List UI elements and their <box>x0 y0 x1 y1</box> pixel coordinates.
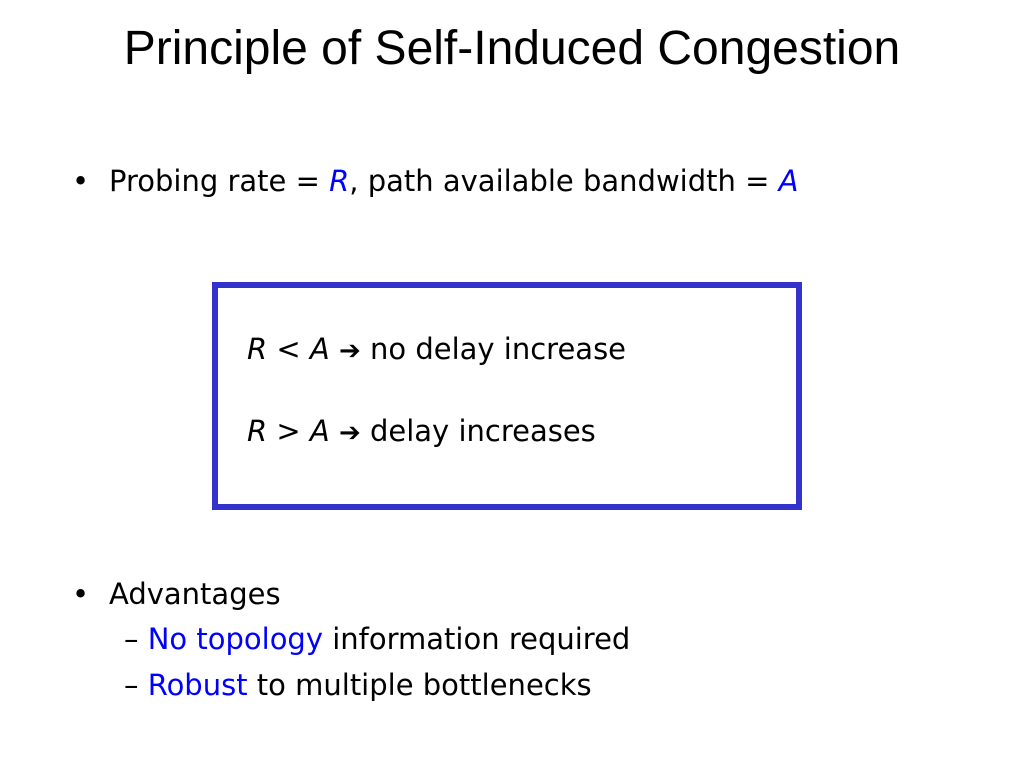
relation-less-operator: < <box>267 332 310 366</box>
bullet-advantages: Advantages <box>109 577 281 611</box>
relation-less-right: A <box>309 332 330 366</box>
arrow-right-icon: ➔ <box>338 336 361 366</box>
sub-bullet-robust: – Robust to multiple bottlenecks <box>124 667 592 703</box>
relation-box <box>212 282 802 510</box>
relation-less-left: R <box>247 332 268 366</box>
bullet-icon: • <box>72 577 90 611</box>
relation-greater-left: R <box>247 414 268 448</box>
relation-less-text: no delay increase <box>360 332 627 366</box>
sub-bullet-text: to multiple bottlenecks <box>247 668 592 702</box>
arrow-right-icon: ➔ <box>338 418 361 448</box>
relation-line-greater: R > A ➔ delay increases <box>247 413 596 451</box>
bullet-probing-rate: Probing rate = R, path available bandwid… <box>109 163 798 199</box>
sub-bullet-topology: – No topology information required <box>124 621 630 657</box>
bullet-probing-rate-middle: , path available bandwidth = <box>349 164 779 198</box>
bandwidth-symbol: A <box>778 164 799 198</box>
relation-greater-text: delay increases <box>360 414 596 448</box>
sub-bullet-text: information required <box>323 622 631 656</box>
bullet-probing-rate-prefix: Probing rate = <box>109 164 330 198</box>
relation-greater-right: A <box>309 414 330 448</box>
relation-greater-operator: > <box>267 414 310 448</box>
relation-line-less: R < A ➔ no delay increase <box>247 331 626 369</box>
sub-bullet-highlight: No topology <box>147 622 324 656</box>
rate-symbol: R <box>329 164 350 198</box>
sub-bullet-dash: – <box>124 622 148 656</box>
slide-title: Principle of Self-Induced Congestion <box>123 22 901 75</box>
bullet-icon: • <box>72 164 90 198</box>
sub-bullet-dash: – <box>124 668 148 702</box>
sub-bullet-highlight: Robust <box>147 668 248 702</box>
